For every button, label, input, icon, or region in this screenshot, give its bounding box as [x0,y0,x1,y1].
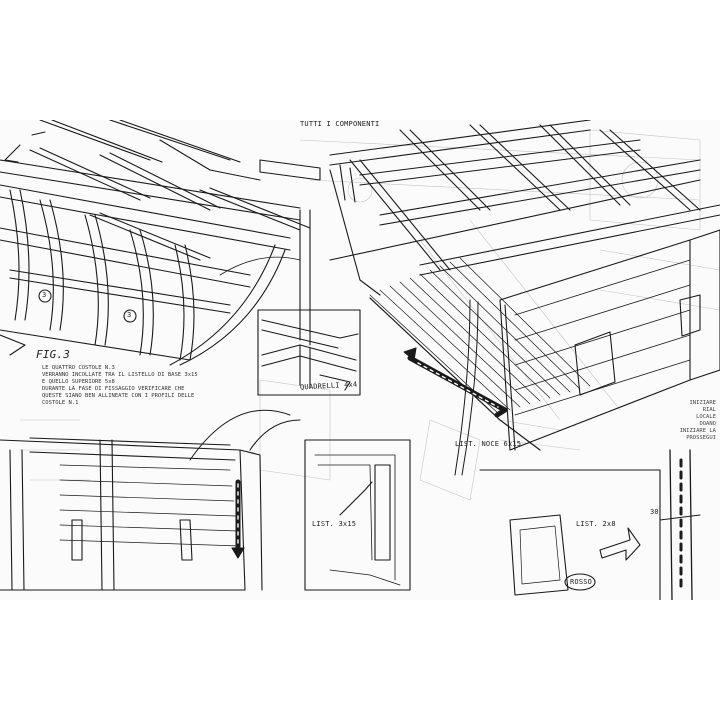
list-2x8-label: LIST. 2x8 [576,520,616,528]
note-line: PROSSEGUI [686,435,716,441]
rib-number-label: 3 [127,311,132,319]
top-header-label: TUTTI I COMPONENTI [300,120,380,128]
note-line: LOCALE [696,414,716,420]
instruction-line: VERRANNO INCOLLATE TRA IL LISTELLO DI BA… [42,372,198,378]
list-3x15-label: LIST. 3x15 [312,520,357,528]
bottom-left-module [0,409,301,591]
faint-background-lines [19,129,720,501]
note-line: INIZIARE LA [679,428,716,434]
note-line: RIAL [702,407,716,413]
blueprint-sheet: TUTTI I COMPONENTI FIG.3 3 3 QUADRELLI 4… [0,120,720,600]
instruction-line: E QUELLO SUPERIORE 5x8 [42,379,115,385]
fig3-instructions: LE QUATTRO COSTOLE N.3 VERRANNO INCOLLAT… [42,365,252,407]
instruction-line: LE QUATTRO COSTOLE N.3 [42,365,115,371]
note-line: DOANO [699,421,716,427]
instruction-line: COSTOLE N.1 [42,400,79,406]
bottom-right-module [479,449,701,600]
note-line: INIZIARE [689,400,717,406]
blueprint-drawing [0,120,720,600]
rib-number-label: 3 [42,291,47,299]
frame-assembly-left [0,120,321,366]
fig-label: FIG.3 [36,348,71,361]
rosso-label: ROSSO [570,578,593,586]
quadrelli-detail-box [257,309,361,396]
hull-assembly-right [329,120,720,476]
bottom-center-module [304,439,411,591]
instruction-line: DURANTE LA FASE DI FISSAGGIO VERIFICARE … [42,386,185,392]
dimension-label: 30 [650,508,659,516]
right-edge-notes: INIZIARE RIAL LOCALE DOANO INIZIARE LA P… [680,400,716,442]
list-noce-label: LIST. NOCE 6x15 [455,440,522,448]
instruction-line: QUESTE SIANO BEN ALLINEATE CON I PROFILI… [42,393,195,399]
